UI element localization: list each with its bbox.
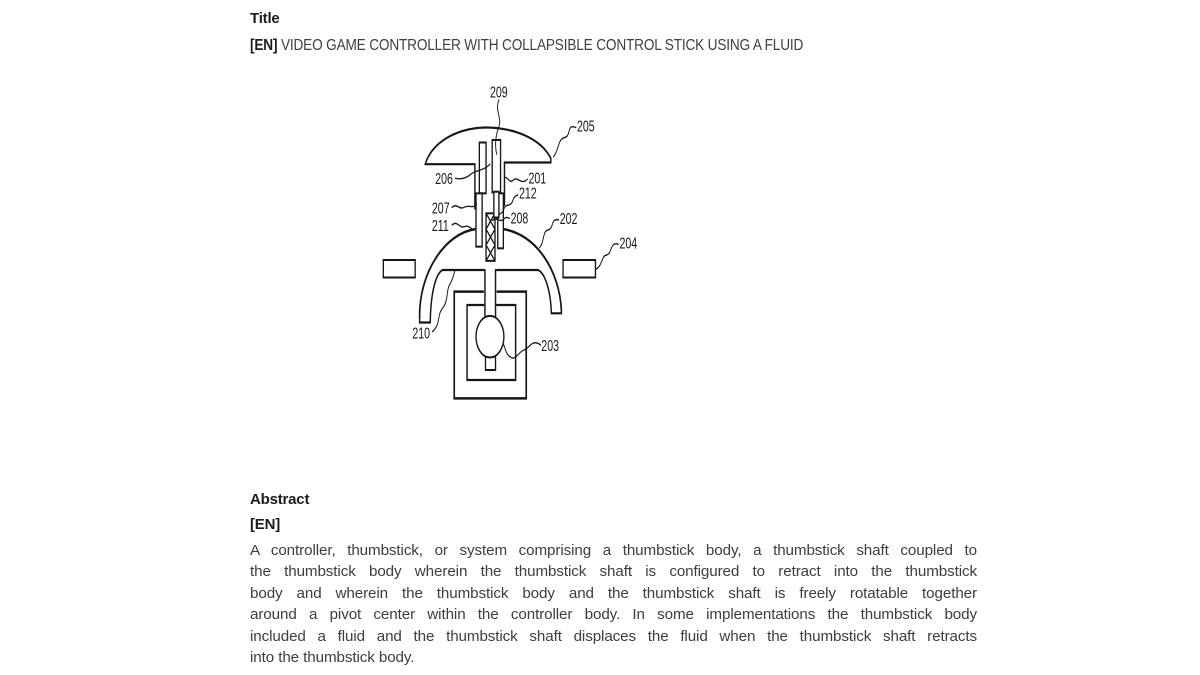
left-side-block [382, 259, 416, 279]
leader-line-201 [504, 176, 528, 183]
dome-right-foot [550, 309, 563, 315]
leader-line-206 [454, 163, 491, 180]
figure-label-205: 205 [577, 118, 595, 136]
figure-label-203: 203 [541, 337, 559, 355]
figure-label-204: 204 [619, 234, 637, 252]
abstract-paragraph: A controller, thumbstick, or system comp… [250, 540, 977, 668]
figure-label-209: 209 [490, 83, 508, 101]
leader-line-203 [502, 342, 542, 359]
leader-line-205 [553, 125, 577, 158]
abstract-section: Abstract [EN] A controller, thumbstick, … [250, 492, 977, 668]
leader-line-202 [539, 218, 560, 249]
abstract-line: included a fluid and the thumbstick shaf… [250, 627, 977, 645]
dome-outer-arc-left [418, 227, 476, 319]
leader-line-211 [451, 222, 477, 231]
title-section: Title [EN] VIDEO GAME CONTROLLER WITH CO… [250, 11, 879, 55]
pivot-ball [475, 314, 505, 359]
patent-title-line: [EN] VIDEO GAME CONTROLLER WITH COLLAPSI… [250, 37, 803, 55]
dome-left-foot [418, 317, 431, 324]
figure-label-201: 201 [528, 169, 546, 187]
abstract-line: into the thumbstick body. [250, 649, 415, 667]
leader-line-204 [595, 243, 619, 270]
dome-inner-arc-right [495, 268, 553, 315]
leader-line-208 [491, 216, 510, 222]
shaft-small-inner-rect [493, 190, 500, 219]
figure-label-210: 210 [412, 324, 430, 342]
thumbstick-cap-top-shape [424, 126, 552, 166]
abstract-heading: Abstract [250, 491, 310, 508]
abstract-line: A controller, thumbstick, or system comp… [250, 542, 977, 559]
thumbstick-cap-bottom-right [503, 157, 552, 164]
right-side-block [562, 259, 597, 279]
abstract-line: body and wherein the thumbstick body and… [250, 584, 977, 602]
patent-figure: 209 205 206 201 212 207 208 211 202 204 … [380, 80, 860, 480]
shaft-inner-left-strip [475, 192, 483, 248]
leader-line-212 [498, 194, 519, 215]
patent-title-text: VIDEO GAME CONTROLLER WITH COLLAPSIBLE C… [280, 37, 804, 54]
leader-line-207 [451, 203, 478, 209]
leader-line-210 [431, 270, 456, 333]
abstract-line: the thumbstick body wherein the thumbsti… [250, 563, 977, 581]
spring-crosshatch-pattern [485, 212, 496, 262]
abstract-line: around a pivot center within the control… [250, 606, 977, 624]
figure-label-206: 206 [435, 170, 453, 188]
gimbal-inner-box [466, 303, 517, 382]
figure-label-212: 212 [519, 184, 537, 202]
shaft-outer-right-strip [491, 139, 502, 194]
figure-label-211: 211 [432, 217, 449, 235]
figure-label-202: 202 [560, 210, 578, 228]
dome-inner-arc-left [429, 268, 485, 324]
title-heading: Title [250, 10, 280, 27]
shaft-lower-stub [484, 355, 497, 371]
abstract-language-tag: [EN] [250, 516, 281, 533]
dome-outer-arc-right [503, 227, 563, 311]
gimbal-outer-box [453, 290, 528, 400]
leader-line-209 [495, 99, 501, 155]
title-language-tag: [EN] [250, 37, 278, 54]
figure-label-208: 208 [511, 209, 529, 227]
figure-label-207: 207 [432, 199, 450, 217]
thumbstick-cross-section-drawing: 209 205 206 201 212 207 208 211 202 204 … [382, 83, 638, 400]
